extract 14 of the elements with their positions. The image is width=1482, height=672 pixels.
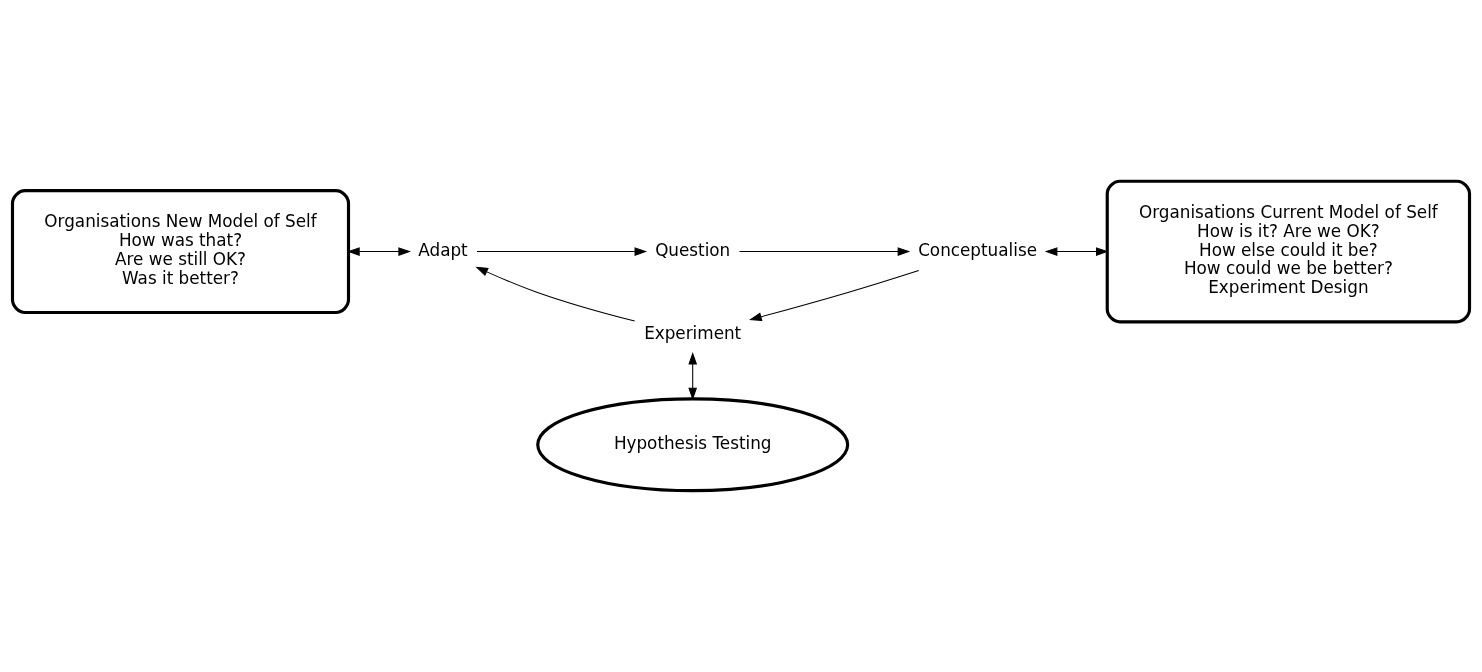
arrow xyxy=(749,270,920,322)
arrow xyxy=(738,247,911,256)
node-text: Question xyxy=(655,239,731,260)
arrow xyxy=(475,266,636,322)
node-box: Organisations Current Model of Self How is it? Are we OK? How else could it be? How could we be better? Experiment Design xyxy=(1105,179,1472,324)
node-text: Experiment xyxy=(644,322,742,343)
arrow xyxy=(347,247,411,256)
node-text: Adapt xyxy=(418,239,468,260)
arrow xyxy=(476,247,648,256)
node-ellipse: Hypothesis Testing xyxy=(536,397,850,493)
node-box: Organisations New Model of Self How was that? Are we still OK? Was it better? xyxy=(10,189,351,315)
arrow xyxy=(1044,247,1109,256)
arrow xyxy=(688,351,698,401)
node-text: Conceptualise xyxy=(918,239,1037,260)
